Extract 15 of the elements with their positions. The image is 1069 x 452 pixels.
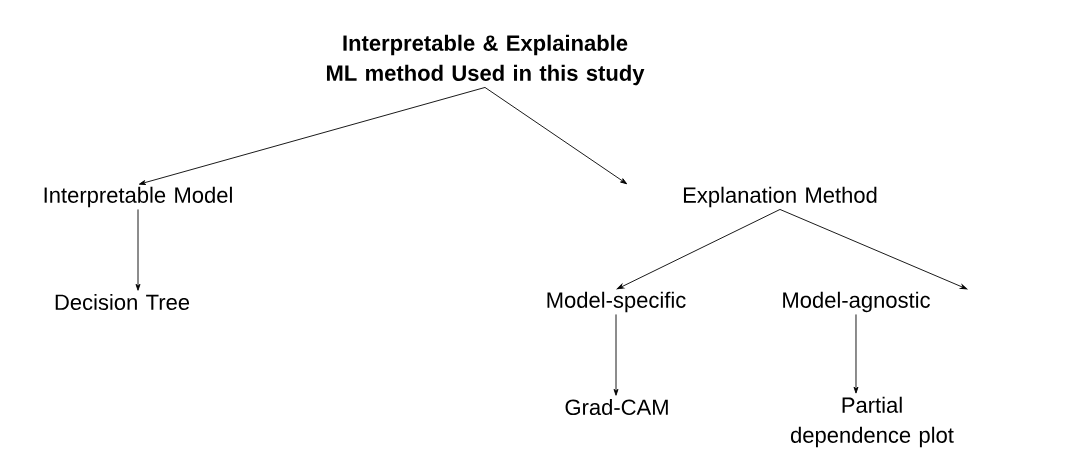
arrow (613, 314, 619, 396)
title: Interpretable & Explainable ML method Used in this study (327, 34, 645, 86)
category-label: Explanation Method (683, 186, 877, 208)
method-label: Partial dependence plot (790, 396, 954, 448)
category-label: Interpretable Model (44, 186, 232, 208)
arrow (484, 87, 628, 185)
category-label: Model-agnostic (783, 291, 930, 313)
arrow (779, 209, 968, 290)
method-label: Grad-CAM (565, 398, 668, 416)
method-label: Decision Tree (55, 293, 190, 311)
category-label: Model-specific (547, 291, 686, 313)
arrow (138, 87, 486, 185)
arrow (853, 314, 859, 394)
arrow (616, 209, 781, 290)
arrow (135, 209, 141, 291)
